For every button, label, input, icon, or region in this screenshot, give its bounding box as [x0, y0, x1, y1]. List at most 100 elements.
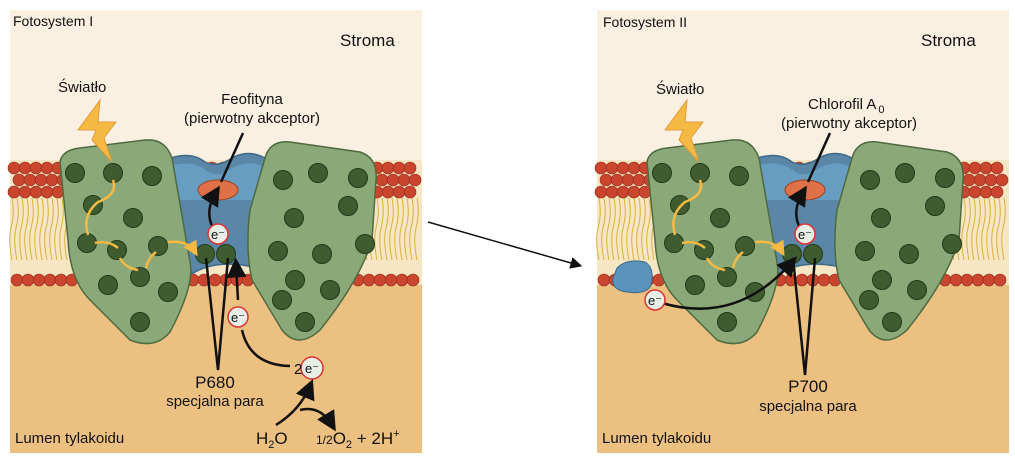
pigment-molecule: [882, 312, 902, 332]
lipid-tail: [621, 197, 626, 261]
lipid-head: [962, 173, 976, 187]
pigment-molecule: [685, 275, 705, 295]
electron-supply-arrow: [226, 257, 247, 301]
lipid-tail: [631, 197, 636, 261]
pigment-molecule: [652, 163, 672, 183]
lipid-head: [23, 173, 37, 187]
lipid-head: [979, 185, 993, 199]
lipid-head: [408, 173, 422, 187]
lipid-tail: [44, 197, 49, 261]
lipid-head: [817, 273, 831, 287]
pigment-molecule: [664, 233, 684, 253]
lipid-head: [403, 185, 417, 199]
lipid-head: [597, 273, 611, 287]
acceptor-name: Feofityna: [221, 91, 283, 108]
panel-1-labels: Fotosystem I Stroma Światło Feofityna (p…: [13, 13, 400, 451]
lipid-head: [29, 161, 43, 175]
electron-label: e⁻: [305, 361, 319, 376]
lipid-tail: [966, 197, 971, 261]
special-pair-desc: specjalna para: [166, 393, 264, 410]
panel-title: Fotosystem I: [13, 13, 93, 29]
lipid-head: [18, 161, 32, 175]
special-pair-name: P700: [788, 377, 828, 396]
acceptor-desc: (pierwotny akceptor): [184, 110, 320, 127]
pigment-molecule: [320, 280, 340, 300]
electron-label: e⁻: [231, 310, 245, 325]
pigment-molecule: [103, 163, 123, 183]
electron-circle: [794, 223, 816, 245]
lipid-head: [990, 161, 1004, 175]
lipid-head: [54, 273, 68, 287]
pigment-molecule: [295, 312, 315, 332]
lipid-head: [21, 273, 35, 287]
electron-path: [240, 329, 291, 368]
lipid-head: [610, 173, 624, 187]
lipid-tail: [606, 197, 611, 261]
lipid-head: [7, 161, 21, 175]
lipid-tail: [54, 197, 59, 261]
lipid-head: [616, 161, 630, 175]
lipid-tail: [379, 197, 384, 261]
lipid-head: [373, 273, 387, 287]
lumen-label: Lumen tylakoidu: [602, 430, 711, 447]
pigment-molecule: [268, 241, 288, 261]
lipid-tail: [19, 197, 24, 261]
lipid-head: [397, 173, 411, 187]
electron-circle: [300, 356, 324, 380]
electron-badge: e⁻: [644, 289, 666, 311]
electron-badge: e⁻: [794, 223, 816, 245]
electron-circle: [644, 289, 666, 311]
stroma-region: [10, 10, 422, 170]
pigment-molecule: [123, 208, 143, 228]
pigment-molecule: [860, 170, 880, 190]
lipid-head: [973, 173, 987, 187]
lipid-head: [605, 161, 619, 175]
lipid-tail: [961, 197, 966, 261]
lipid-head: [403, 161, 417, 175]
lipid-head: [621, 173, 635, 187]
electron-label: e⁻: [648, 293, 662, 308]
lipid-tail: [414, 197, 419, 261]
electron-transfer-arrow: [787, 185, 807, 227]
lipid-tail: [986, 197, 991, 261]
special-pair-molecule: [195, 244, 215, 264]
panel-photosystem-1: e⁻e⁻e⁻: [7, 10, 422, 453]
lipid-tail: [991, 197, 996, 261]
pigment-molecule: [942, 234, 962, 254]
lipid-tail: [641, 197, 646, 261]
special-pair-desc: specjalna para: [759, 398, 857, 415]
lipid-head: [208, 273, 222, 287]
lipid-head: [627, 161, 641, 175]
lipid-head: [18, 185, 32, 199]
water-split-arrow: [275, 379, 315, 427]
lipid-head: [45, 173, 59, 187]
pigment-molecule: [872, 270, 892, 290]
lipid-head: [375, 173, 389, 187]
lipid-head: [406, 273, 420, 287]
lipid-tail: [976, 197, 981, 261]
lipid-head: [984, 173, 998, 187]
energy-transfer-arrows: [85, 179, 195, 272]
pigment-molecule: [272, 290, 292, 310]
lipid-head: [381, 161, 395, 175]
lipid-head: [616, 185, 630, 199]
electron-carrier-protein: [612, 260, 653, 294]
electron-badge: e⁻: [227, 306, 249, 328]
special-pair-name: P680: [195, 373, 235, 392]
primary-acceptor: [784, 179, 826, 201]
lipid-head: [979, 161, 993, 175]
pigment-molecule: [65, 163, 85, 183]
lipid-head: [32, 273, 46, 287]
pigment-molecule: [130, 267, 150, 287]
lipid-head: [968, 185, 982, 199]
lipid-head: [632, 173, 646, 187]
lipid-tail: [616, 197, 621, 261]
pigment-molecule: [899, 244, 919, 264]
lipid-head: [12, 173, 26, 187]
lipid-tail: [601, 197, 606, 261]
lipid-head: [627, 185, 641, 199]
special-pair-molecule: [782, 244, 802, 264]
lumen-label: Lumen tylakoidu: [15, 430, 124, 447]
